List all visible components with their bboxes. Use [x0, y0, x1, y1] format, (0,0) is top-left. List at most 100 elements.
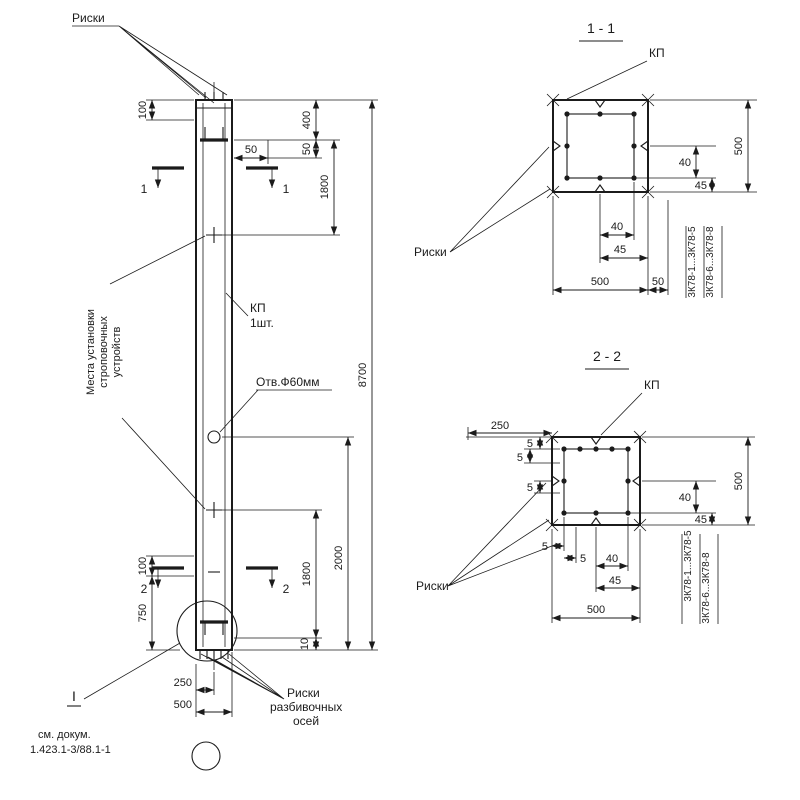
- section1-title: 1 - 1: [587, 20, 615, 36]
- section1-kp-label: КП: [649, 46, 665, 60]
- rebar-dot: [561, 510, 567, 516]
- elevation-view: 100 400 50 50 1800 8700 2000 1800 10 100…: [30, 11, 378, 771]
- section2-outline: [551, 436, 641, 526]
- hole-leader: [219, 389, 259, 433]
- s2-dim-45b: 45: [609, 575, 621, 587]
- s2-series-range-1: 3К78-1...3К78-5: [683, 530, 694, 602]
- dim-10: 10: [299, 638, 311, 650]
- rebar-dot: [631, 143, 637, 149]
- section2-ladder-lines: [681, 534, 719, 624]
- s2-dim-5a: 5: [527, 438, 533, 450]
- dim-100-bottom: 100: [137, 557, 149, 575]
- kp-label: КП: [250, 301, 266, 315]
- axes-label-line1: Риски: [287, 686, 320, 700]
- section1-risk-notches: [552, 99, 649, 193]
- s1-dim-40b: 40: [611, 221, 623, 233]
- section2-mark-left: 2: [141, 582, 148, 596]
- kp-leader: [225, 292, 249, 317]
- s1-series-range-1: 3К78-1...3К78-5: [687, 226, 698, 298]
- extension-lines: [146, 99, 378, 717]
- rebar-dot: [625, 446, 631, 452]
- dim-50v: 50: [301, 143, 313, 155]
- column-inner-lines: [202, 103, 226, 647]
- hole-label: Отв.Ф60мм: [256, 375, 320, 389]
- sling-label-line1: Места установки: [85, 309, 97, 395]
- kp-qty-label: 1шт.: [250, 316, 274, 330]
- rebar-dot: [631, 111, 637, 117]
- bottom-embed-anchors: [204, 622, 224, 635]
- rebar-dot: [564, 111, 570, 117]
- s2-dim-5b: 5: [517, 452, 523, 464]
- section-2-2: 2 - 2 КП 250 5 5 5 40: [416, 348, 755, 624]
- section1-kp-leader: [566, 60, 648, 100]
- dim-250: 250: [174, 677, 192, 689]
- rebar-dot: [597, 111, 603, 117]
- sling-label-line2: строповочных: [98, 316, 110, 388]
- dim-100-top: 100: [137, 101, 149, 119]
- axes-label-line2: разбивочных: [270, 700, 342, 714]
- dim-500: 500: [174, 699, 192, 711]
- doc-ref-line2: 1.423.1-3/88.1-1: [30, 744, 111, 756]
- rebar-dot: [564, 175, 570, 181]
- s2-dim-5c: 5: [527, 482, 533, 494]
- section1-mark-right: 1: [283, 182, 290, 196]
- section2-mark-right: 2: [283, 582, 290, 596]
- detail-callout-circle: [176, 600, 238, 662]
- dim-50h: 50: [245, 144, 257, 156]
- rebar-dot: [577, 446, 583, 452]
- s1-riski-label: Риски: [414, 245, 447, 259]
- section1-mark-left: 1: [141, 182, 148, 196]
- axes-label-line3: осей: [293, 714, 319, 728]
- column-body: [195, 99, 233, 651]
- sling-label-line3: устройств: [111, 327, 123, 378]
- dim-1800-bottom: 1800: [301, 562, 313, 586]
- section2-kp-leader: [600, 392, 643, 436]
- lifting-point-crosses: [206, 227, 222, 518]
- s2-dim-45r: 45: [695, 514, 707, 526]
- section1-ladder-lines: [685, 226, 723, 298]
- s2-dim-40b: 40: [606, 553, 618, 565]
- riski-top-leaders: [118, 25, 228, 104]
- s1-dim-45b: 45: [614, 244, 626, 256]
- dim-2000: 2000: [333, 546, 345, 570]
- dim-1800-top: 1800: [319, 175, 331, 199]
- s1-dim-500b: 500: [591, 276, 609, 288]
- s2-dim-500b: 500: [587, 604, 605, 616]
- dim-8700: 8700: [357, 363, 369, 387]
- section2-kp-label: КП: [644, 378, 660, 392]
- section-1-1: 1 - 1 КП 40 45 500 40 45 500 50 3К78-1..…: [414, 20, 757, 298]
- rebar-dot: [564, 143, 570, 149]
- rebar-dot: [625, 510, 631, 516]
- s1-dim-50b: 50: [652, 276, 664, 288]
- hole-circle: [207, 430, 221, 444]
- s2-dim-40r: 40: [679, 492, 691, 504]
- s2-dim-5d: 5: [542, 541, 548, 553]
- bottom-axis-ticks: [199, 650, 229, 661]
- section-cut-bars: [152, 166, 278, 570]
- s1-dim-45r: 45: [695, 180, 707, 192]
- section1-extension-lines: [552, 99, 757, 295]
- section2-title: 2 - 2: [593, 348, 621, 364]
- axis-reference-circle: [191, 741, 221, 771]
- s1-riski-leaders: [449, 146, 551, 253]
- rebar-dot: [631, 175, 637, 181]
- axes-leaders: [200, 653, 285, 700]
- riski-top-label: Риски: [72, 11, 105, 25]
- rebar-dot: [561, 446, 567, 452]
- sling-leaders: [109, 235, 206, 510]
- s2-dim-250: 250: [491, 420, 509, 432]
- s1-dim-40r: 40: [679, 157, 691, 169]
- dim-750: 750: [137, 604, 149, 622]
- s2-dim-500r: 500: [733, 472, 745, 490]
- s1-dim-500r: 500: [733, 137, 745, 155]
- detail-ref-label: I: [72, 688, 76, 704]
- rebar-dot: [609, 446, 615, 452]
- s2-dim-5e: 5: [580, 553, 586, 565]
- dim-400: 400: [301, 111, 313, 129]
- rebar-dot: [593, 446, 599, 452]
- rebar-dot: [593, 510, 599, 516]
- rebar-dot: [625, 478, 631, 484]
- s1-series-range-2: 3К78-6...3К78-8: [705, 226, 716, 298]
